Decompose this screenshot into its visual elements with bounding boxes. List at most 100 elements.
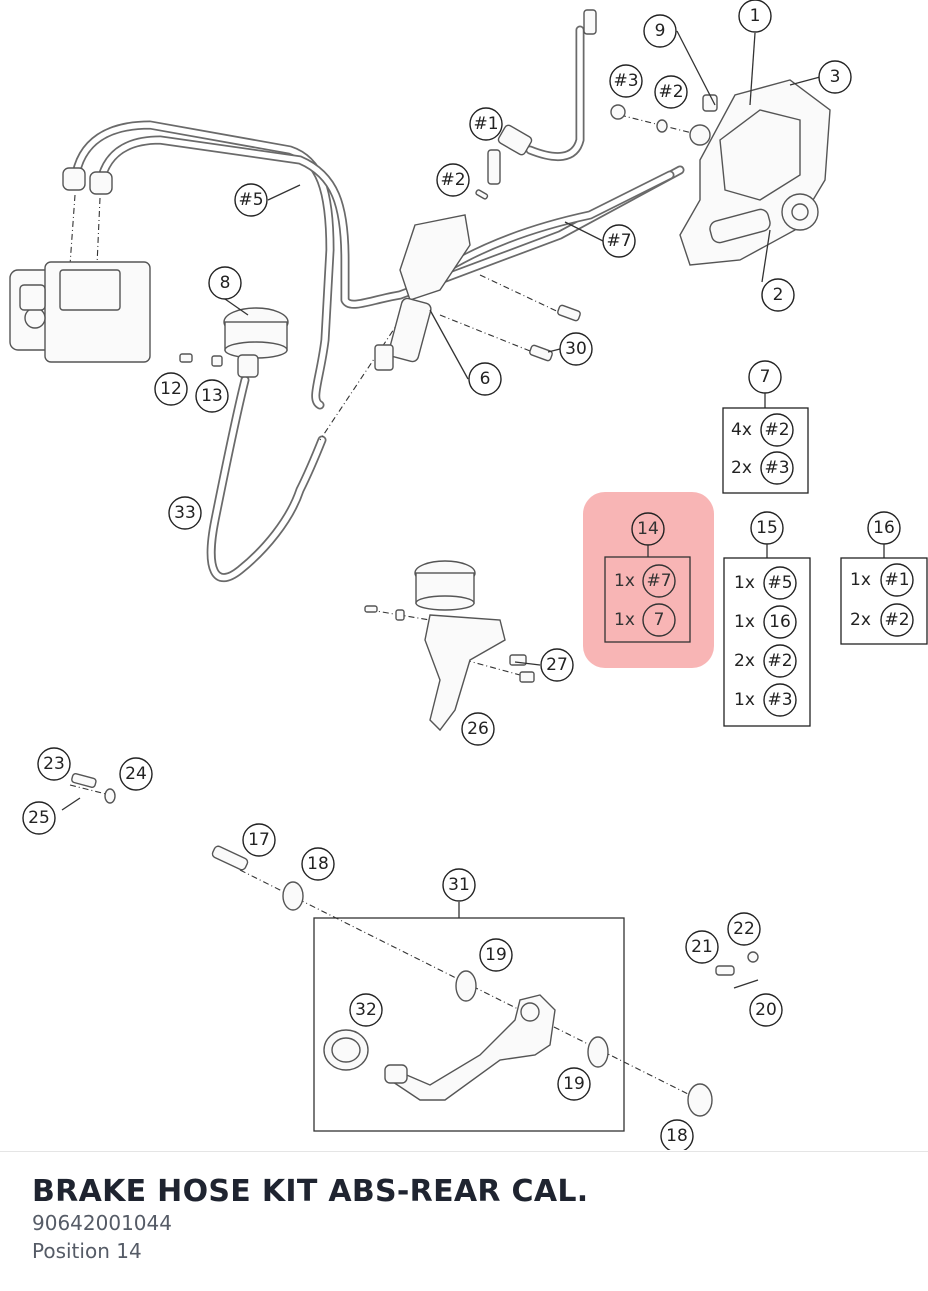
callout-22[interactable]: 22 [727, 912, 761, 946]
svg-text:#1: #1 [473, 114, 498, 134]
svg-text:#3: #3 [767, 690, 792, 710]
callout-12[interactable]: 12 [154, 372, 188, 406]
brake-caliper [679, 79, 831, 266]
callout-26[interactable]: 26 [461, 712, 495, 746]
rear-master-cylinder [364, 560, 535, 732]
kit-14-highlighted[interactable]: 14 1x #7 1x 7 [583, 492, 714, 668]
svg-text:#2: #2 [440, 170, 465, 190]
svg-text:31: 31 [448, 875, 470, 895]
callout-1[interactable]: 1 [738, 0, 772, 33]
callout-h1[interactable]: #1 [469, 107, 503, 141]
svg-text:12: 12 [160, 379, 182, 399]
svg-text:7: 7 [654, 610, 665, 630]
fasteners-23-25 [61, 773, 116, 811]
leader-lines [224, 30, 821, 918]
callout-h7[interactable]: #7 [602, 224, 636, 258]
svg-text:4x: 4x [731, 420, 752, 440]
svg-text:2: 2 [773, 285, 784, 305]
kit-15[interactable]: 15 1x #5 1x 16 2x #2 1x #3 [723, 511, 811, 727]
svg-text:16: 16 [769, 612, 791, 632]
svg-text:#2: #2 [764, 420, 789, 440]
callout-h2-top[interactable]: #2 [654, 75, 688, 109]
callout-3[interactable]: 3 [818, 60, 852, 94]
svg-text:1x: 1x [734, 573, 755, 593]
svg-text:9: 9 [655, 21, 666, 41]
product-title: BRAKE HOSE KIT ABS-REAR CAL. [32, 1174, 589, 1209]
svg-text:#5: #5 [767, 573, 792, 593]
svg-text:#3: #3 [613, 71, 638, 91]
product-info-footer: BRAKE HOSE KIT ABS-REAR CAL. 90642001044… [0, 1151, 928, 1291]
pedal-hardware [211, 845, 759, 1117]
svg-text:30: 30 [565, 339, 587, 359]
kit-7[interactable]: 7 4x #2 2x #3 [722, 360, 809, 494]
callout-6[interactable]: 6 [468, 362, 502, 396]
callout-33[interactable]: 33 [168, 496, 202, 530]
svg-text:17: 17 [248, 830, 270, 850]
callout-20[interactable]: 20 [749, 993, 783, 1027]
callout-2[interactable]: 2 [761, 278, 795, 312]
svg-text:#1: #1 [884, 570, 909, 590]
svg-text:1x: 1x [734, 690, 755, 710]
svg-text:32: 32 [355, 1000, 377, 1020]
callout-30[interactable]: 30 [559, 332, 593, 366]
callout-31[interactable]: 31 [442, 868, 476, 902]
callout-19-bottom[interactable]: 19 [557, 1067, 591, 1101]
svg-text:#7: #7 [646, 571, 671, 591]
callout-21[interactable]: 21 [685, 930, 719, 964]
part-number: 90642001044 [32, 1211, 172, 1235]
svg-text:19: 19 [563, 1074, 585, 1094]
brake-pedal-group [313, 917, 625, 1132]
kit-16[interactable]: 16 1x #1 2x #2 [840, 511, 928, 645]
callout-8[interactable]: 8 [208, 266, 242, 300]
callout-24[interactable]: 24 [119, 757, 153, 791]
svg-text:18: 18 [666, 1126, 688, 1146]
callout-18-top[interactable]: 18 [301, 847, 335, 881]
callout-13[interactable]: 13 [195, 379, 229, 413]
abs-sensor [487, 9, 597, 185]
callout-32[interactable]: 32 [349, 993, 383, 1027]
abs-unit [9, 261, 151, 363]
callout-23[interactable]: 23 [37, 747, 71, 781]
svg-text:6: 6 [480, 369, 491, 389]
svg-text:1x: 1x [850, 570, 871, 590]
exploded-parts-diagram: 1 9 3 #3 #2 #1 #2 #5 #7 8 2 30 6 12 13 3… [9, 0, 928, 1150]
svg-text:8: 8 [220, 273, 231, 293]
small-hardware [179, 104, 668, 367]
svg-text:24: 24 [125, 764, 147, 784]
callout-9[interactable]: 9 [643, 14, 677, 48]
svg-text:25: 25 [28, 808, 50, 828]
position-label: Position 14 [32, 1239, 142, 1263]
svg-text:16: 16 [873, 518, 895, 538]
callout-h5[interactable]: #5 [234, 183, 268, 217]
callout-18-bottom[interactable]: 18 [660, 1119, 694, 1150]
callout-h2-mid[interactable]: #2 [436, 163, 470, 197]
svg-text:1x: 1x [734, 612, 755, 632]
svg-text:33: 33 [174, 503, 196, 523]
svg-text:#5: #5 [238, 190, 263, 210]
callout-17[interactable]: 17 [242, 823, 276, 857]
svg-text:19: 19 [485, 945, 507, 965]
svg-text:2x: 2x [850, 610, 871, 630]
svg-text:15: 15 [756, 518, 778, 538]
callout-25[interactable]: 25 [22, 801, 56, 835]
assembly-lines [69, 114, 701, 1101]
callout-27[interactable]: 27 [540, 648, 574, 682]
svg-text:2x: 2x [734, 651, 755, 671]
svg-text:18: 18 [307, 854, 329, 874]
callout-19-top[interactable]: 19 [479, 938, 513, 972]
fluid-reservoir [223, 307, 289, 378]
master-cylinder-front [374, 214, 471, 371]
svg-text:22: 22 [733, 919, 755, 939]
svg-text:1: 1 [750, 6, 761, 26]
highlight-overlay [583, 492, 714, 668]
svg-text:3: 3 [830, 67, 841, 87]
svg-text:#2: #2 [884, 610, 909, 630]
svg-text:14: 14 [637, 519, 659, 539]
svg-text:13: 13 [201, 386, 223, 406]
svg-text:2x: 2x [731, 458, 752, 478]
callout-h3[interactable]: #3 [609, 64, 643, 98]
svg-text:#7: #7 [606, 231, 631, 251]
svg-text:#3: #3 [764, 458, 789, 478]
svg-text:21: 21 [691, 937, 713, 957]
svg-text:#2: #2 [767, 651, 792, 671]
